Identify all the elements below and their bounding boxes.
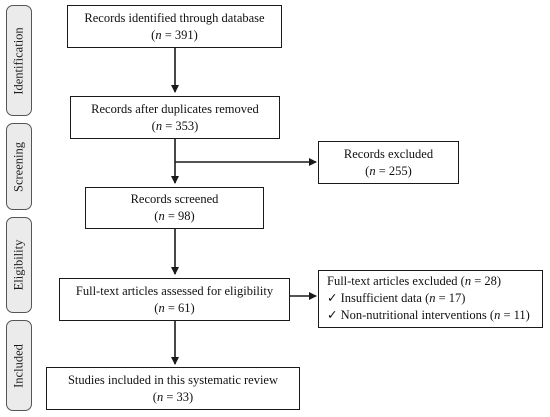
box-after-duplicates: Records after duplicates removed (n = 35… bbox=[70, 96, 280, 139]
stage-eligibility: Eligibility bbox=[6, 217, 32, 313]
stage-screening: Screening bbox=[6, 123, 32, 210]
stage-identification: Identification bbox=[6, 5, 32, 116]
box-fulltext-excluded: Full-text articles excluded (n = 28) ✓ I… bbox=[318, 270, 543, 328]
exclusion-reason-insufficient-data: ✓ Insufficient data (n = 17) bbox=[327, 291, 466, 305]
box-records-screened: Records screened (n = 98) bbox=[85, 187, 264, 229]
exclusion-reason-non-nutritional: ✓ Non-nutritional interventions (n = 11) bbox=[327, 308, 530, 322]
records-screened-count: (n = 98) bbox=[154, 209, 195, 223]
records-excluded-count: (n = 255) bbox=[365, 163, 412, 178]
records-identified-count: (n = 391) bbox=[151, 27, 198, 42]
box-studies-included: Studies included in this systematic revi… bbox=[46, 367, 300, 410]
studies-included-count: (n = 33) bbox=[152, 389, 194, 404]
studies-included-title: Studies included in this systematic revi… bbox=[67, 372, 279, 387]
fulltext-assessed-title: Full-text articles assessed for eligibil… bbox=[75, 283, 274, 298]
box-records-excluded: Records excluded (n = 255) bbox=[318, 141, 459, 184]
checkmark-icon: ✓ bbox=[327, 291, 338, 305]
box-records-identified: Records identified through database (n =… bbox=[67, 5, 282, 48]
after-duplicates-count: (n = 353) bbox=[151, 118, 199, 133]
records-identified-title: Records identified through database bbox=[84, 10, 265, 25]
fulltext-excluded-title: Full-text articles excluded (n = 28) bbox=[327, 274, 502, 288]
records-excluded-title: Records excluded bbox=[343, 146, 434, 161]
stage-included: Included bbox=[6, 320, 32, 411]
checkmark-icon: ✓ bbox=[327, 308, 338, 322]
records-screened-title: Records screened bbox=[130, 192, 219, 206]
after-duplicates-title: Records after duplicates removed bbox=[91, 101, 259, 116]
box-fulltext-assessed: Full-text articles assessed for eligibil… bbox=[59, 278, 290, 321]
fulltext-assessed-count: (n = 61) bbox=[154, 300, 195, 315]
